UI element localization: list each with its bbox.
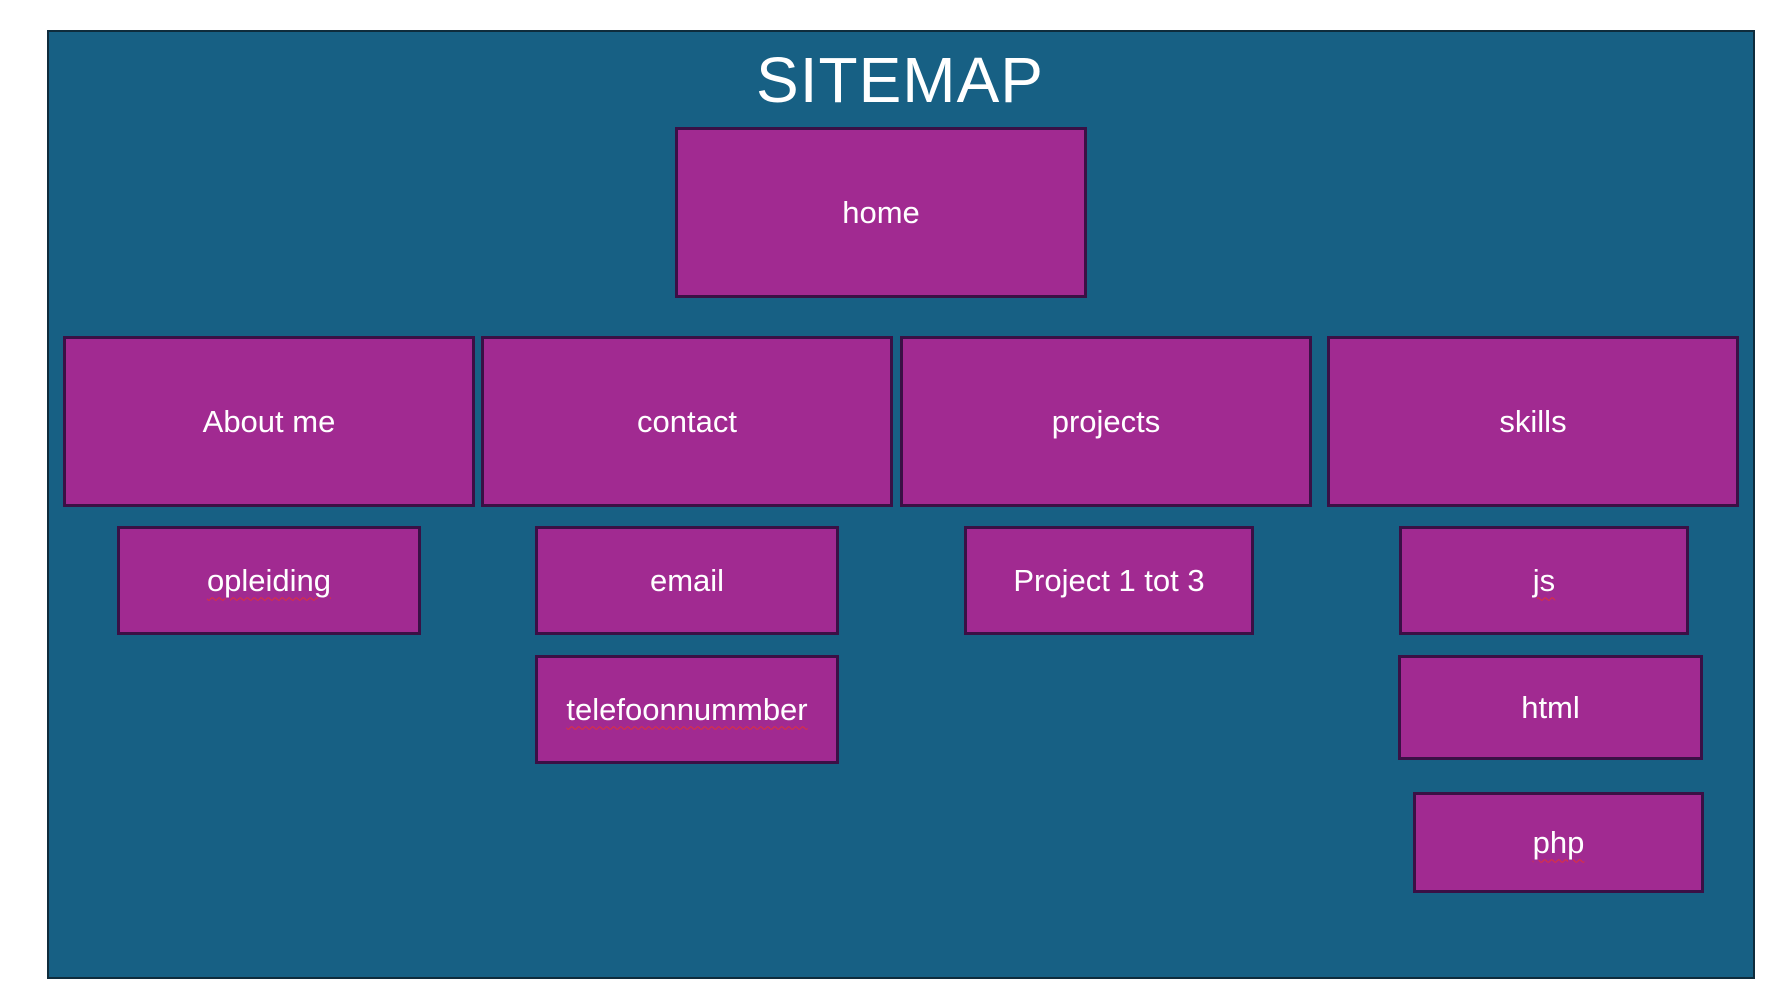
- sitemap-canvas: SITEMAP home About me contact projects s…: [47, 30, 1755, 979]
- node-opleiding: opleiding: [117, 526, 421, 635]
- node-telefoonnummer-label: telefoonnummber: [566, 691, 808, 727]
- node-php-label: php: [1532, 824, 1585, 860]
- node-about-me-label: About me: [202, 403, 336, 439]
- node-skills: skills: [1327, 336, 1739, 507]
- node-php: php: [1413, 792, 1704, 893]
- node-email: email: [535, 526, 839, 635]
- node-projects: projects: [900, 336, 1312, 507]
- node-project-range: Project 1 tot 3: [964, 526, 1254, 635]
- sitemap-title: SITEMAP: [756, 44, 1044, 116]
- node-project-range-label: Project 1 tot 3: [1013, 562, 1205, 598]
- node-js-label: js: [1532, 562, 1556, 598]
- node-contact: contact: [481, 336, 893, 507]
- node-email-label: email: [649, 562, 725, 598]
- node-js: js: [1399, 526, 1689, 635]
- node-home: home: [675, 127, 1087, 298]
- node-about-me: About me: [63, 336, 475, 507]
- node-contact-label: contact: [637, 403, 737, 439]
- node-html-label: html: [1521, 689, 1580, 725]
- node-home-label: home: [842, 194, 920, 230]
- node-html: html: [1398, 655, 1703, 760]
- node-projects-label: projects: [1051, 403, 1161, 439]
- node-skills-label: skills: [1499, 403, 1567, 439]
- node-opleiding-label: opleiding: [206, 562, 332, 598]
- node-telefoonnummer: telefoonnummber: [535, 655, 839, 764]
